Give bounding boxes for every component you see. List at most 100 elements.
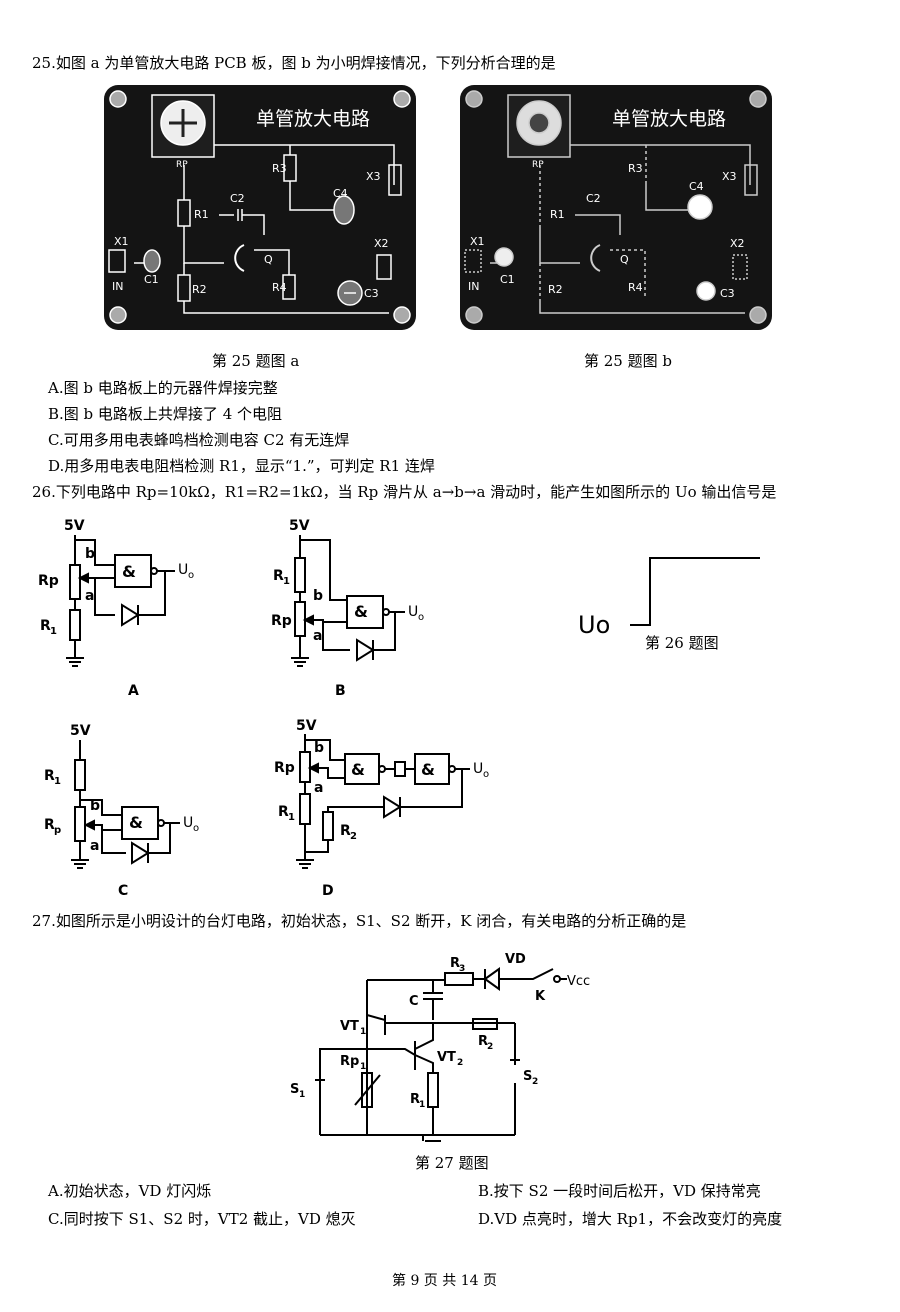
svg-text:5V: 5V: [70, 723, 91, 739]
svg-text:VD: VD: [505, 952, 526, 967]
svg-text:U: U: [408, 604, 418, 620]
svg-text:&: &: [421, 760, 435, 779]
svg-text:S: S: [290, 1082, 299, 1097]
q27-caption: 第 27 题图: [415, 1154, 489, 1172]
svg-text:C4: C4: [333, 187, 348, 200]
q25-caption-b: 第 25 题图 b: [584, 352, 672, 370]
svg-text:R: R: [478, 1034, 488, 1049]
svg-text:C3: C3: [720, 287, 735, 300]
q25-option-b[interactable]: B.图 b 电路板上共焊接了 4 个电阻: [48, 405, 283, 423]
svg-text:C1: C1: [144, 273, 159, 286]
svg-text:R: R: [44, 768, 55, 784]
svg-text:R4: R4: [628, 281, 643, 294]
svg-text:X3: X3: [722, 170, 737, 183]
svg-text:Q: Q: [264, 253, 273, 266]
svg-text:R2: R2: [548, 283, 563, 296]
svg-text:b: b: [314, 740, 324, 756]
pcb-a-title: 单管放大电路: [256, 108, 370, 130]
pcb-figure-a: 单管放大电路 RP R3 R1 C2 C4 X1 C1 Q R2 R4 C3 X…: [104, 85, 416, 330]
q25-option-a[interactable]: A.图 b 电路板上的元器件焊接完整: [48, 379, 278, 397]
svg-text:C1: C1: [500, 273, 515, 286]
svg-text:5V: 5V: [296, 718, 317, 734]
svg-text:&: &: [129, 813, 143, 832]
svg-text:R: R: [450, 956, 460, 971]
svg-text:A: A: [128, 683, 139, 699]
svg-text:Rp: Rp: [271, 613, 292, 629]
q27-stem: 27.如图所示是小明设计的台灯电路，初始状态，S1、S2 断开，K 闭合，有关电…: [32, 912, 687, 930]
svg-text:&: &: [122, 562, 136, 581]
svg-text:X1: X1: [114, 235, 129, 248]
q26-caption: 第 26 题图: [645, 634, 719, 652]
svg-text:1: 1: [360, 1027, 366, 1037]
svg-text:b: b: [313, 588, 323, 604]
q27-option-b[interactable]: B.按下 S2 一段时间后松开，VD 保持常亮: [478, 1182, 761, 1200]
pcb-b-title: 单管放大电路: [612, 108, 726, 130]
svg-text:K: K: [535, 989, 546, 1004]
svg-text:R1: R1: [550, 208, 565, 221]
svg-text:a: a: [313, 628, 322, 644]
q26-stem: 26.下列电路中 Rp=10kΩ，R1=R2=1kΩ，当 Rp 滑片从 a→b→…: [32, 483, 777, 501]
svg-text:U: U: [178, 562, 188, 578]
svg-text:R: R: [340, 823, 351, 839]
q27-option-c[interactable]: C.同时按下 S1、S2 时，VT2 截止，VD 熄灭: [48, 1210, 356, 1228]
svg-text:C2: C2: [586, 192, 601, 205]
svg-text:5V: 5V: [64, 518, 85, 534]
svg-text:C2: C2: [230, 192, 245, 205]
q25-option-c[interactable]: C.可用多用电表蜂鸣档检测电容 C2 有无连焊: [48, 431, 350, 449]
svg-text:Rp: Rp: [38, 573, 59, 589]
svg-text:R3: R3: [628, 162, 643, 175]
svg-text:R: R: [278, 804, 289, 820]
svg-text:D: D: [322, 883, 334, 899]
svg-text:2: 2: [487, 1042, 493, 1052]
q25-option-d[interactable]: D.用多用电表电阻档检测 R1，显示“1.”，可判定 R1 连焊: [48, 457, 435, 475]
svg-text:RP: RP: [532, 160, 544, 170]
svg-text:o: o: [418, 612, 424, 623]
q25-stem: 25.如图 a 为单管放大电路 PCB 板，图 b 为小明焊接情况，下列分析合理…: [32, 54, 556, 72]
svg-text:IN: IN: [112, 280, 123, 293]
svg-text:a: a: [314, 780, 323, 796]
svg-text:U: U: [473, 761, 483, 777]
svg-text:a: a: [85, 588, 94, 604]
svg-text:1: 1: [288, 812, 295, 823]
svg-text:2: 2: [457, 1058, 463, 1068]
svg-text:IN: IN: [468, 280, 479, 293]
svg-text:X2: X2: [730, 237, 745, 250]
svg-text:C: C: [118, 883, 128, 899]
svg-text:R: R: [44, 817, 55, 833]
svg-text:VT: VT: [340, 1019, 359, 1034]
svg-text:S: S: [523, 1069, 532, 1084]
q27-option-a[interactable]: A.初始状态，VD 灯闪烁: [48, 1182, 212, 1200]
svg-text:RP: RP: [176, 160, 188, 170]
svg-text:X2: X2: [374, 237, 389, 250]
svg-text:X3: X3: [366, 170, 381, 183]
svg-text:3: 3: [459, 964, 465, 974]
svg-text:R: R: [40, 618, 51, 634]
svg-text:1: 1: [299, 1090, 305, 1100]
svg-text:VT: VT: [437, 1050, 456, 1065]
svg-text:U: U: [183, 815, 193, 831]
svg-text:2: 2: [532, 1077, 538, 1087]
pcb-figure-b: 单管放大电路 RP R3 R1 C2 C4 X1 C1 Q R2 R4 C3 X…: [460, 85, 772, 330]
svg-text:1: 1: [283, 576, 290, 587]
q27-option-d[interactable]: D.VD 点亮时，增大 Rp1，不会改变灯的亮度: [478, 1210, 783, 1228]
svg-text:R4: R4: [272, 281, 287, 294]
q25-caption-a: 第 25 题图 a: [212, 352, 300, 370]
uo-label: Uo: [578, 611, 610, 639]
svg-text:o: o: [193, 823, 199, 834]
svg-text:1: 1: [50, 626, 57, 637]
svg-text:Vcc: Vcc: [567, 974, 590, 989]
svg-text:5V: 5V: [289, 518, 310, 534]
svg-text:R: R: [273, 568, 284, 584]
svg-text:Rp: Rp: [274, 760, 295, 776]
svg-text:R3: R3: [272, 162, 287, 175]
svg-text:C3: C3: [364, 287, 379, 300]
svg-text:1: 1: [360, 1062, 366, 1072]
svg-text:2: 2: [350, 831, 357, 842]
svg-text:Q: Q: [620, 253, 629, 266]
uo-waveform: Uo: [570, 540, 780, 650]
svg-text:&: &: [354, 602, 368, 621]
svg-text:&: &: [351, 760, 365, 779]
svg-text:R2: R2: [192, 283, 207, 296]
svg-text:C: C: [409, 994, 419, 1009]
